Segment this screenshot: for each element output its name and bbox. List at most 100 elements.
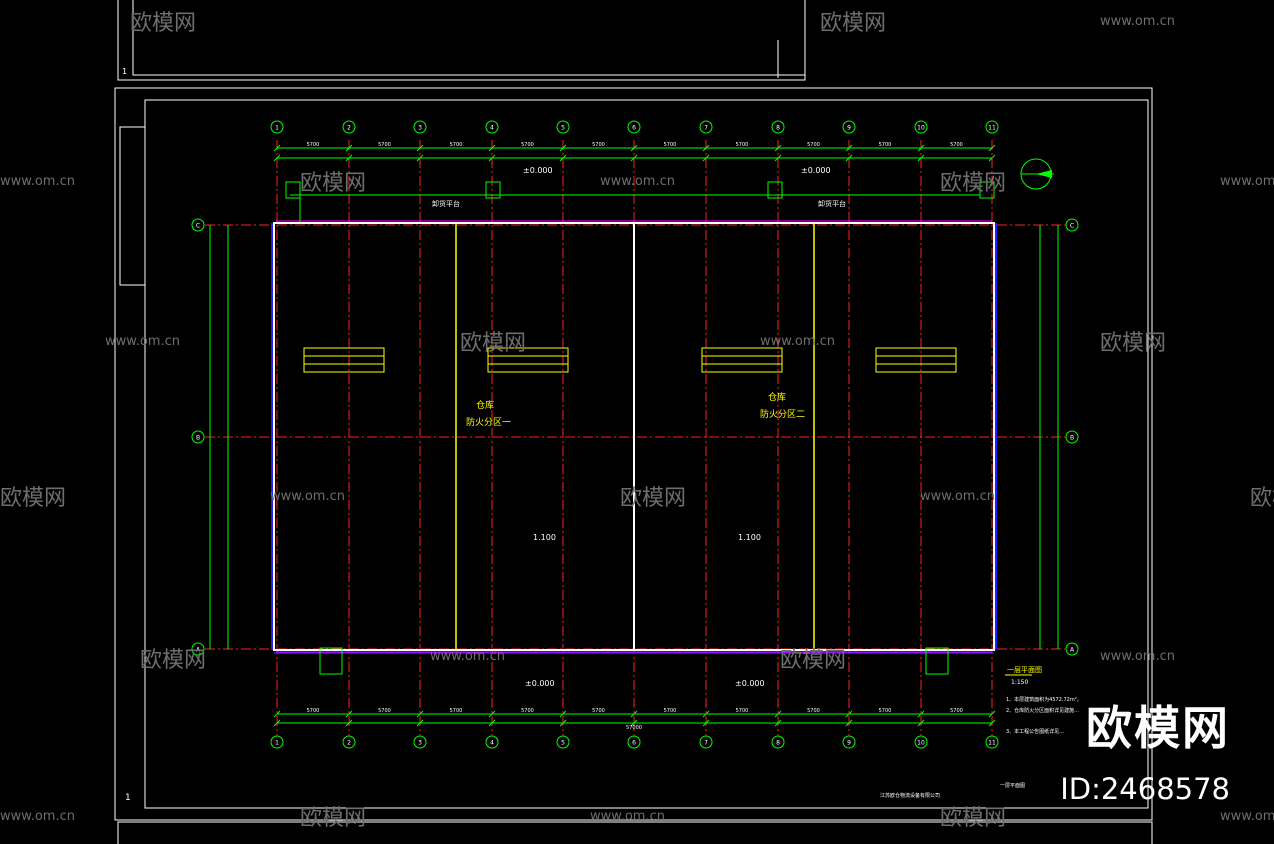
watermark-url: www.om.cn	[105, 334, 180, 349]
platform-label-right: 卸货平台	[818, 199, 846, 208]
axis-bubble-label: 8	[776, 125, 780, 132]
axis-bubble: 11	[985, 120, 999, 134]
level-mark-top: ±0.000	[523, 166, 553, 175]
overlay-brand-logo: 欧模网	[1086, 701, 1230, 755]
axis-bubble-label: C	[1070, 223, 1074, 230]
watermark-url: www.om.cn	[1220, 174, 1274, 189]
axis-bubble: 2	[342, 735, 356, 749]
watermark-brand: 欧模网	[1250, 486, 1274, 511]
building-outline	[271, 220, 997, 654]
axis-bubble: 11	[985, 735, 999, 749]
watermark-url: www.om.cn	[600, 174, 675, 189]
axis-bubble-label: C	[196, 223, 200, 230]
dim-text-top: 5700	[521, 142, 534, 148]
dimension-texts: 5700 5700 5700 5700 5700 5700 5700 5700 5700 5700…	[307, 142, 963, 731]
dim-text-total: 57000	[626, 725, 642, 731]
level-mark-bottom-right: ±0.000	[735, 679, 765, 688]
axis-bubble-label: 9	[847, 740, 851, 747]
dim-text-top: 5700	[807, 142, 820, 148]
overlay-model-id: ID:2468578	[1060, 772, 1230, 806]
plan-scale: 1:150	[1011, 679, 1028, 686]
watermark-brand: 欧模网	[940, 806, 1006, 831]
axis-bubble-label: 9	[847, 125, 851, 132]
axis-bubble-label: B	[196, 435, 200, 442]
axis-bubble: 10	[914, 735, 928, 749]
axis-bubble: 7	[699, 120, 713, 134]
dim-text-bottom: 5700	[592, 708, 605, 714]
north-arrow-icon	[1020, 158, 1054, 190]
axis-bubble: 6	[627, 120, 641, 134]
main-sheet-number: 1	[125, 793, 131, 803]
watermark-url: www.om.cn	[920, 489, 995, 504]
floor-level-left: 1.100	[533, 533, 556, 542]
axis-bubble-label: 10	[917, 740, 925, 747]
storage-racks	[303, 347, 957, 373]
dim-text-top: 5700	[592, 142, 605, 148]
axis-bubble-label: 5	[561, 125, 565, 132]
dim-text-bottom: 5700	[521, 708, 534, 714]
dim-text-bottom: 5700	[807, 708, 820, 714]
dim-text-bottom: 5700	[736, 708, 749, 714]
axis-bubble: 8	[771, 120, 785, 134]
axis-bubble: 6	[627, 735, 641, 749]
axis-bubbles-left: C B A	[191, 218, 205, 656]
axis-bubble-label: 11	[988, 125, 996, 132]
watermark-brand: 欧模网	[460, 331, 526, 356]
axis-bubble: 1	[270, 120, 284, 134]
dim-text-top: 5700	[736, 142, 749, 148]
axis-bubble: B	[1065, 430, 1079, 444]
zone-two-title: 仓库	[768, 391, 786, 403]
watermark-brand: 欧模网	[0, 486, 66, 511]
axis-bubble: A	[1065, 642, 1079, 656]
watermark-url: www.om.cn	[1100, 14, 1175, 29]
axis-bubble-label: 2	[347, 740, 351, 747]
axis-bubble: C	[1065, 218, 1079, 232]
watermark-url: www.om.cn	[0, 174, 75, 189]
axis-bubble-label: 2	[347, 125, 351, 132]
level-mark-bottom: ±0.000	[525, 679, 555, 688]
watermark-url: www.om.cn	[590, 809, 665, 824]
axis-bubble-label: A	[196, 647, 201, 654]
zone-one-name: 防火分区一	[466, 416, 511, 428]
axis-bubble: 9	[842, 120, 856, 134]
watermark-brand: 欧模网	[300, 806, 366, 831]
axis-bubble-label: 10	[917, 125, 925, 132]
dim-text-bottom: 5700	[950, 708, 963, 714]
axis-bubble: A	[191, 642, 205, 656]
axis-bubble: 5	[556, 120, 570, 134]
axis-bubble-label: B	[1070, 435, 1074, 442]
note-3: 3、本工程公告图纸详见...	[1006, 728, 1064, 735]
axis-bubbles-right: C B A	[1065, 218, 1079, 656]
axis-bubble-label: 11	[988, 740, 996, 747]
watermark-brand: 欧模网	[620, 486, 686, 511]
watermark-url: www.om.cn	[760, 334, 835, 349]
watermark-brand: 欧模网	[940, 171, 1006, 196]
axis-bubble: 4	[485, 120, 499, 134]
axis-bubble-label: 4	[490, 125, 494, 132]
company-name: 江苏欧仓物流设备有限公司	[880, 792, 940, 799]
axis-bubble-label: 1	[275, 740, 279, 747]
watermark-brand: 欧模网	[140, 648, 206, 673]
dim-text-top: 5700	[450, 142, 463, 148]
loading-platform	[285, 181, 995, 675]
axis-bubble: 1	[270, 735, 284, 749]
axis-bubble: 5	[556, 735, 570, 749]
axis-bubble: 2	[342, 120, 356, 134]
zone-one-title: 仓库	[476, 399, 494, 411]
watermark-url: www.om.cn	[1100, 649, 1175, 664]
watermark-url: www.om.cn	[270, 489, 345, 504]
axis-bubble-label: 3	[418, 740, 422, 747]
axis-bubble-label: 7	[704, 125, 708, 132]
dim-text-top: 5700	[879, 142, 892, 148]
axis-bubble-label: 6	[632, 740, 636, 747]
dimension-ticks	[273, 144, 996, 727]
axis-bubble-label: 5	[561, 740, 565, 747]
axis-bubble: B	[191, 430, 205, 444]
axis-bubble-label: 4	[490, 740, 494, 747]
dim-text-top: 5700	[378, 142, 391, 148]
axis-bubble-label: 1	[275, 125, 279, 132]
axis-bubble: 7	[699, 735, 713, 749]
watermark-brand: 欧模网	[300, 171, 366, 196]
